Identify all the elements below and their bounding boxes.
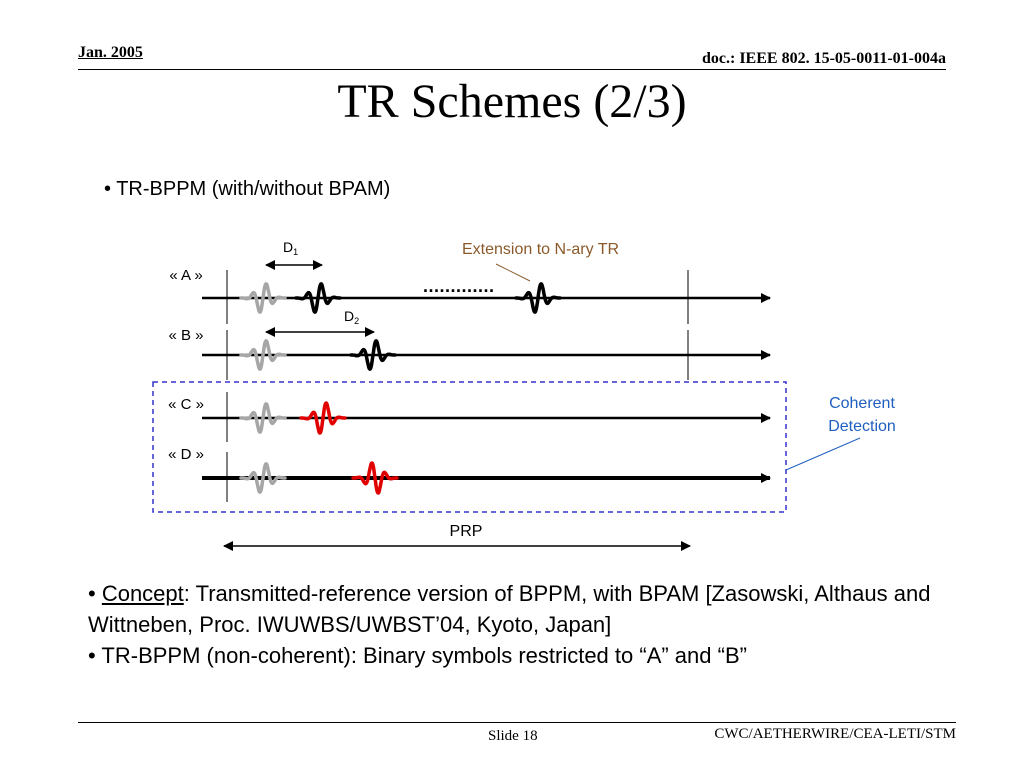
- bullet-tr-bppm: • TR-BPPM (with/without BPAM): [104, 178, 391, 200]
- slide-title: TR Schemes (2/3): [337, 75, 687, 128]
- d1-label: D1: [283, 239, 298, 257]
- extension-pointer: [495, 263, 531, 282]
- coherent-pulse-c: [299, 401, 347, 435]
- coherent-label-line1: Coherent: [829, 395, 895, 412]
- row-label-a: « A »: [169, 267, 202, 284]
- nary-dots: .............: [423, 276, 495, 296]
- header-doc-id: doc.: IEEE 802. 15-05-0011-01-004a: [702, 50, 946, 67]
- d2-label: D2: [344, 308, 359, 326]
- footer-slide-number: Slide 18: [488, 728, 538, 744]
- data-pulse-a: [294, 282, 342, 314]
- data-pulse-a-nary: [514, 282, 562, 314]
- row-label-c: « C »: [168, 396, 204, 413]
- concept-text: : Transmitted-reference version of BPPM,…: [88, 581, 931, 637]
- footer-organizations: CWC/AETHERWIRE/CEA-LETI/STM: [714, 726, 956, 742]
- ref-pulse-b: [239, 339, 287, 371]
- row-label-b: « B »: [168, 327, 203, 344]
- data-pulse-b: [349, 339, 397, 371]
- ref-pulse-a: [239, 282, 287, 314]
- header-date: Jan. 2005: [78, 44, 143, 61]
- bullet-concept: • Concept: Transmitted-reference version…: [88, 578, 948, 640]
- row-label-d: « D »: [168, 446, 204, 463]
- coherent-pointer: [785, 437, 861, 471]
- coherent-pulse-d: [351, 461, 399, 495]
- ref-pulse-c: [239, 402, 287, 434]
- body-bullets: • Concept: Transmitted-reference version…: [88, 578, 948, 671]
- extension-label: Extension to N-ary TR: [462, 241, 619, 258]
- concept-word: Concept: [101, 581, 184, 606]
- ref-pulse-d: [239, 462, 287, 494]
- coherent-box: [152, 381, 787, 513]
- bullet-marker: •: [88, 581, 102, 606]
- footer-rule: [78, 722, 956, 723]
- coherent-label-line2: Detection: [828, 418, 896, 435]
- bullet-non-coherent: • TR-BPPM (non-coherent): Binary symbols…: [88, 643, 747, 668]
- prp-label: PRP: [450, 523, 483, 540]
- header-rule: [78, 69, 946, 70]
